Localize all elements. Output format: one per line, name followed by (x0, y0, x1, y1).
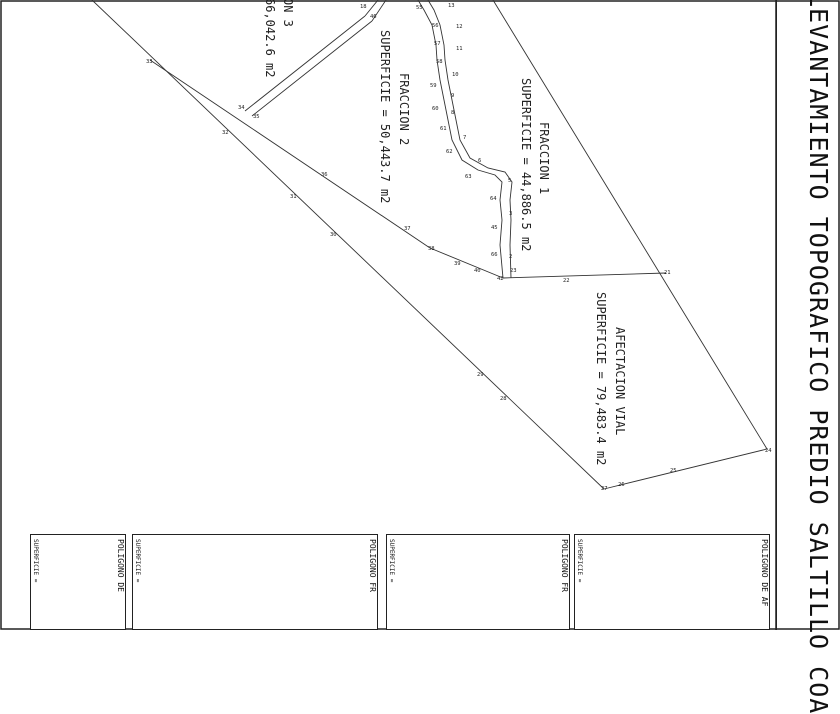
vertex-label: 2 (509, 254, 512, 260)
vertex-label: 66 (491, 252, 498, 258)
vertex-label: 21 (664, 270, 671, 276)
vertex-label: 3 (509, 211, 512, 217)
vertex-label: 46 (370, 14, 377, 20)
vertex-label: 62 (446, 149, 453, 155)
afectacion-vial-label: AFECTACION VIAL (613, 327, 627, 436)
vertex-label: 26 (618, 482, 625, 488)
table-footer: SUPERFICIE = (32, 539, 39, 583)
vertex-label: 28 (500, 396, 507, 402)
vertex-label: 56 (432, 23, 439, 29)
vertex-label: 63 (465, 174, 472, 180)
vertex-label: 57 (434, 41, 441, 47)
vertex-label: 55 (416, 5, 423, 11)
fraction-2-label: FRACCION 2 (397, 73, 411, 146)
vertex-label: 35 (253, 114, 260, 120)
table-title: POLIGONO FR (368, 539, 377, 592)
table-title: POLIGONO DE AF (760, 539, 769, 607)
fraction-1-label: FRACCION 1 (537, 122, 551, 195)
vertex-label: 12 (456, 24, 463, 30)
table-title: POLIGONO DE (116, 539, 125, 592)
vertex-label: 59 (430, 83, 437, 89)
fraction-2-area: SUPERFICIE = 50,443.7 m2 (378, 30, 392, 204)
vertex-label: 45 (491, 225, 498, 231)
vertex-label: 33 (146, 59, 153, 65)
table-title: POLIGONO FR (560, 539, 569, 592)
vertex-label: 25 (670, 468, 677, 474)
afectacion-vial-area: SUPERFICIE = 79,483.4 m2 (594, 292, 608, 466)
vertex-label: 13 (448, 3, 455, 9)
vertex-label: 34 (238, 105, 245, 111)
vertex-label: 9 (451, 93, 454, 99)
vertex-label: 39 (454, 261, 461, 267)
table-footer: SUPERFICIE = (388, 539, 395, 583)
vertex-label: 5 (508, 178, 511, 184)
vertex-label: 11 (456, 46, 463, 52)
vertex-label: 37 (404, 226, 411, 232)
coordinate-table: POLIGONO FR SUPERFICIE = (132, 534, 378, 630)
vertex-label: 36 (321, 172, 328, 178)
vertex-label: 30 (330, 232, 337, 238)
coordinate-table: POLIGONO DE SUPERFICIE = (30, 534, 126, 630)
vertex-label: 32 (222, 130, 229, 136)
vertex-label: 27 (601, 486, 608, 492)
vertex-label: 23 (510, 268, 517, 274)
vertex-label: 24 (765, 448, 772, 454)
vertex-label: 61 (440, 126, 447, 132)
vertex-label: 18 (360, 4, 367, 10)
vertex-label: 42 (497, 276, 504, 282)
vertex-label: 7 (463, 135, 466, 141)
fraction-3-area: 66,042.6 m2 (263, 0, 277, 78)
vertex-label: 58 (436, 59, 443, 65)
vertex-label: 31 (290, 194, 297, 200)
vertex-label: 6 (478, 158, 481, 164)
vertex-label: 10 (452, 72, 459, 78)
fraction-1-area: SUPERFICIE = 44,886.5 m2 (519, 78, 533, 252)
coordinate-table: POLIGONO FR SUPERFICIE = (386, 534, 570, 630)
fraction-3-label: ON 3 (281, 0, 295, 27)
vertex-label: 60 (432, 106, 439, 112)
vertex-label: 8 (451, 110, 454, 116)
vertex-label: 29 (477, 372, 484, 378)
vertex-label: 40 (474, 268, 481, 274)
table-footer: SUPERFICIE = (134, 539, 141, 583)
title-block: LEVANTAMIENTO TOPOGRAFICO PREDIO SALTILL… (776, 0, 840, 714)
vertex-label: 22 (563, 278, 570, 284)
table-footer: SUPERFICIE = (576, 539, 583, 583)
drawing-title: LEVANTAMIENTO TOPOGRAFICO PREDIO SALTILL… (804, 0, 833, 714)
coordinate-table: POLIGONO DE AF SUPERFICIE = (574, 534, 770, 630)
vertex-labels: 33 34 35 32 31 36 30 37 38 39 40 29 28 2… (146, 3, 772, 492)
boundary-lines (91, 0, 768, 490)
vertex-label: 38 (428, 246, 435, 252)
vertex-label: 64 (490, 196, 497, 202)
